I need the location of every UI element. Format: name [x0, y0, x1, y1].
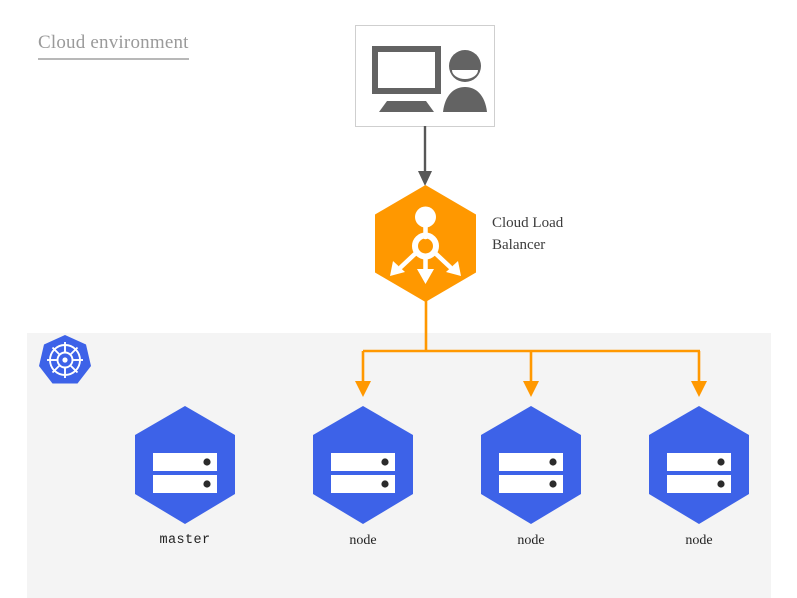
load-balancer-hexagon[interactable]: [372, 184, 479, 303]
helm-wheel-icon: [47, 342, 83, 378]
arrowhead-down-icon: [691, 381, 707, 397]
arrowhead-down-icon: [418, 171, 432, 186]
cluster-node-label: master: [159, 533, 211, 548]
user-icon: [443, 50, 487, 112]
cluster-node-node-2[interactable]: [478, 405, 584, 525]
server-rack-icon: [667, 453, 731, 493]
cluster-node-label: node: [685, 533, 713, 548]
cluster-node-label: node: [349, 533, 377, 548]
load-balancer-label-line1: Cloud Load: [492, 215, 564, 231]
connector-load-balancer-to-nodes: [350, 300, 715, 410]
monitor-icon: [372, 46, 441, 112]
hexagon-shape: [375, 185, 476, 302]
arrowhead-down-icon: [355, 381, 371, 397]
kubernetes-logo: [36, 332, 94, 390]
connector-client-to-load-balancer: [405, 126, 445, 188]
load-balancer-label: Cloud Load Balancer: [492, 212, 612, 256]
cluster-node-node-1[interactable]: [310, 405, 416, 525]
server-rack-icon: [499, 453, 563, 493]
server-rack-icon: [153, 453, 217, 493]
cluster-node-master-0[interactable]: [132, 405, 238, 525]
client-box[interactable]: [355, 25, 495, 127]
arrowhead-down-icon: [523, 381, 539, 397]
page-title: Cloud environment: [38, 32, 189, 60]
load-balancer-label-line2: Balancer: [492, 237, 546, 253]
cluster-node-node-3[interactable]: [646, 405, 752, 525]
cluster-node-label: node: [517, 533, 545, 548]
load-balancer-distribute-icon: [390, 206, 461, 284]
server-rack-icon: [331, 453, 395, 493]
